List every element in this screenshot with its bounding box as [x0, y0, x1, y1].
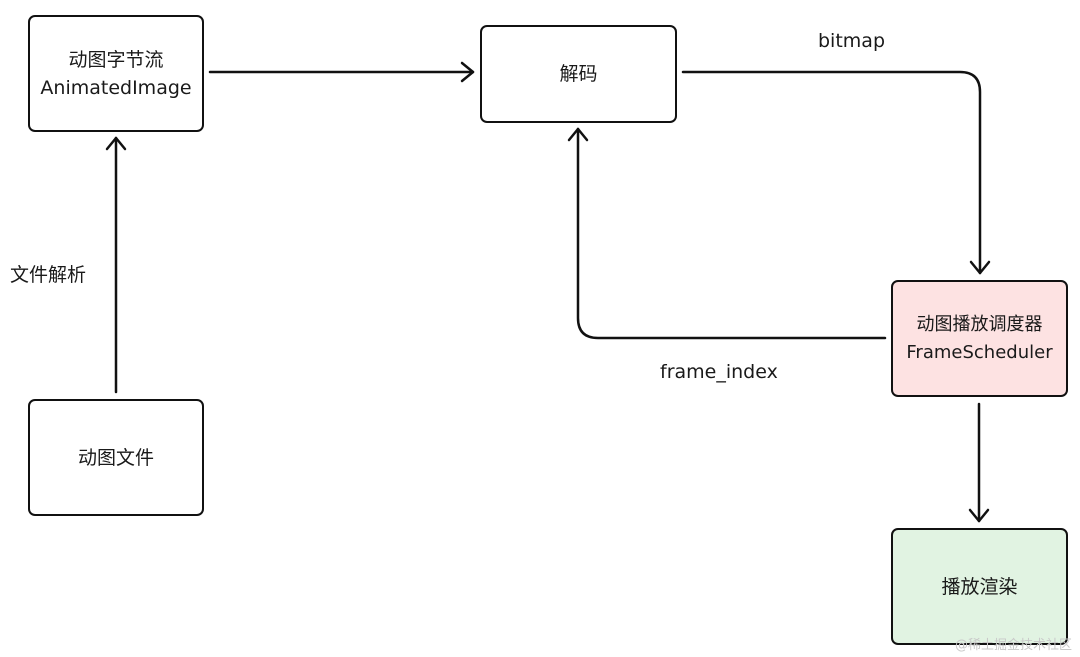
arrowhead-file-to-stream	[105, 136, 127, 151]
node-render-title: 播放渲染	[941, 575, 1018, 598]
edge-scheduler-to-decode	[576, 127, 887, 340]
edge-label-frame-index: frame_index	[660, 361, 778, 383]
node-animated-file[interactable]: 动图文件	[28, 399, 204, 516]
node-animated-image-stream[interactable]: 动图字节流 AnimatedImage	[28, 15, 204, 132]
node-decode[interactable]: 解码	[480, 25, 677, 123]
node-playback-render[interactable]: 播放渲染	[891, 528, 1068, 645]
arrowhead-stream-to-decode	[460, 61, 475, 83]
watermark: @稀土掘金技术社区	[954, 638, 1072, 653]
node-scheduler-subtitle: FrameScheduler	[906, 341, 1053, 363]
arrowhead-scheduler-to-render	[968, 508, 990, 523]
arrowhead-scheduler-to-decode	[567, 127, 589, 142]
arrowhead-decode-to-scheduler	[969, 260, 991, 275]
node-anim-file-title: 动图文件	[77, 446, 154, 469]
node-frame-scheduler[interactable]: 动图播放调度器 FrameScheduler	[891, 280, 1068, 397]
node-anim-stream-title: 动图字节流	[68, 48, 164, 71]
node-anim-stream-subtitle: AnimatedImage	[40, 76, 192, 99]
edge-label-bitmap: bitmap	[818, 30, 886, 52]
node-scheduler-title: 动图播放调度器	[916, 313, 1043, 335]
node-decode-title: 解码	[559, 63, 598, 85]
edge-label-file-parse: 文件解析	[10, 264, 87, 286]
edge-decode-to-scheduler	[681, 70, 982, 275]
